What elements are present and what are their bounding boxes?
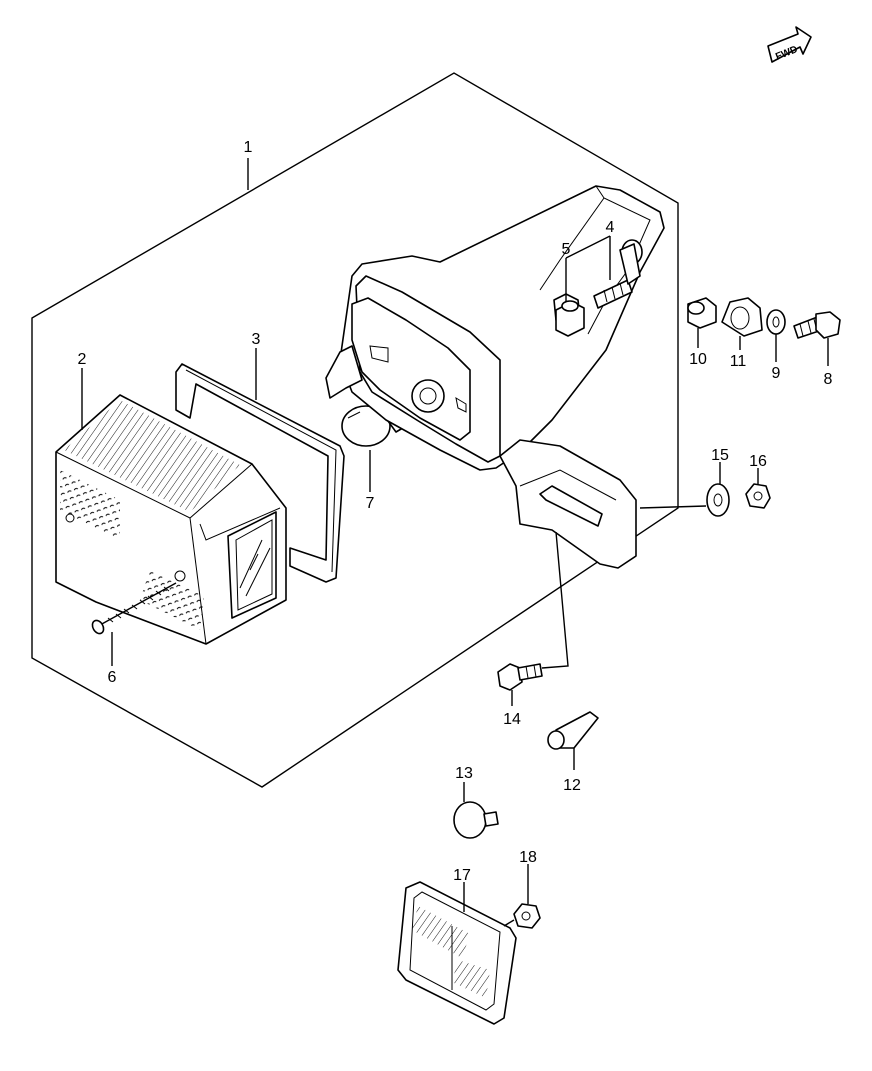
callout-6: 6	[108, 669, 117, 686]
callout-numbers: 1 2 3 4 5 6 7 8 9 10 11 12 13 14 15 16 1…	[78, 139, 833, 884]
screw	[91, 582, 177, 635]
gasket	[175, 363, 345, 583]
spacer	[687, 297, 717, 329]
nut-11	[721, 297, 763, 337]
lamp-body	[325, 185, 665, 569]
nut-16	[745, 483, 771, 509]
nut-18	[513, 903, 541, 929]
callout-12: 12	[563, 777, 581, 794]
callout-5: 5	[562, 241, 571, 258]
callout-1: 1	[244, 139, 253, 156]
assembly-outline	[31, 72, 679, 788]
bolt-8	[793, 311, 841, 339]
callout-13: 13	[455, 765, 473, 782]
callout-9: 9	[772, 365, 781, 382]
callout-14: 14	[503, 711, 521, 728]
callout-10: 10	[689, 351, 707, 368]
fwd-arrow-icon: FWD	[767, 26, 812, 63]
leader-lines	[81, 158, 829, 927]
lens-housing	[55, 394, 287, 645]
collar	[555, 300, 585, 337]
reflector	[397, 881, 517, 1025]
callout-8: 8	[824, 371, 833, 388]
plug	[547, 711, 599, 750]
clip	[453, 801, 499, 839]
callout-11: 11	[730, 353, 747, 370]
callout-4: 4	[606, 219, 615, 236]
callout-18: 18	[519, 849, 537, 866]
callout-17: 17	[453, 867, 471, 884]
callout-15: 15	[711, 447, 729, 464]
bolt-14	[497, 663, 543, 691]
callout-3: 3	[252, 331, 261, 348]
callout-7: 7	[366, 495, 375, 512]
callout-16: 16	[749, 453, 767, 470]
washer-15	[706, 483, 730, 517]
washer-9	[766, 309, 786, 335]
bolt-4	[593, 239, 643, 309]
callout-2: 2	[78, 351, 87, 368]
